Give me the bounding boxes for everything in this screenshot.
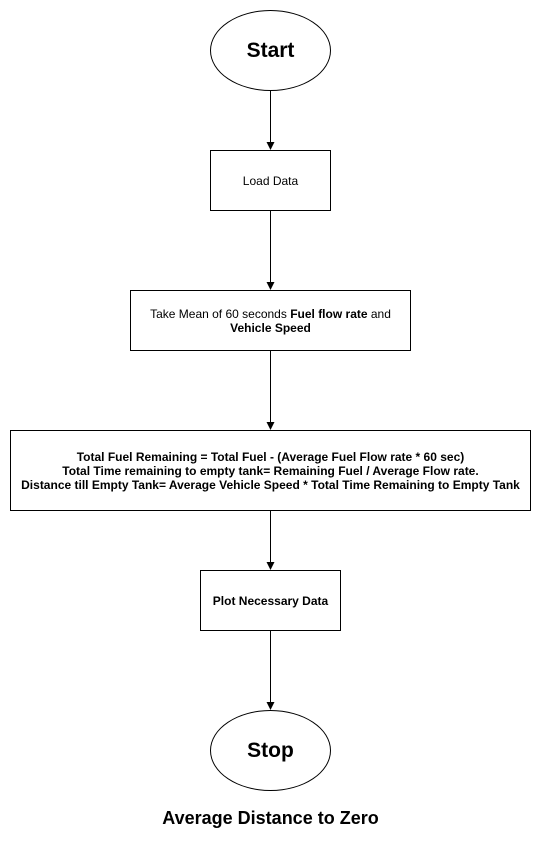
load-data-node: Load Data	[210, 150, 331, 211]
mean-step-and: and	[367, 306, 391, 321]
calc-step-node: Total Fuel Remaining = Total Fuel - (Ave…	[10, 430, 531, 511]
stop-label: Stop	[247, 738, 294, 762]
stop-node: Stop	[210, 710, 331, 791]
mean-step-prefix: Take Mean of 60 seconds	[150, 306, 291, 321]
calc-line-distance: Distance till Empty Tank= Average Vehicl…	[21, 477, 520, 492]
load-data-label: Load Data	[242, 173, 299, 188]
start-label: Start	[246, 38, 295, 62]
mean-step-node: Take Mean of 60 seconds Fuel flow rate a…	[130, 290, 411, 351]
calc-line-fuel-remaining: Total Fuel Remaining = Total Fuel - (Ave…	[76, 449, 465, 464]
mean-step-fuel-flow: Fuel flow rate	[290, 306, 368, 321]
diagram-caption: Average Distance to Zero	[162, 808, 379, 828]
plot-step-label: Plot Necessary Data	[212, 593, 329, 608]
start-node: Start	[210, 10, 331, 91]
calc-line-time-remaining: Total Time remaining to empty tank= Rema…	[62, 463, 479, 478]
mean-step-text: Take Mean of 60 seconds Fuel flow rate a…	[150, 307, 391, 335]
calc-step-text: Total Fuel Remaining = Total Fuel - (Ave…	[21, 450, 520, 492]
mean-step-vehicle-speed: Vehicle Speed	[230, 320, 311, 335]
plot-step-node: Plot Necessary Data	[200, 570, 341, 631]
